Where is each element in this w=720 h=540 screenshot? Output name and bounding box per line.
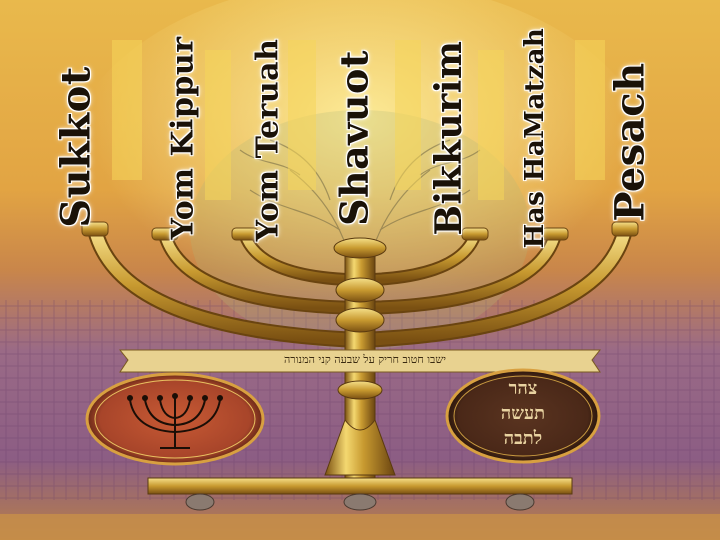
feast-label-bikkurim: Bikkurim (428, 40, 470, 236)
flame-streaks (112, 40, 605, 200)
scroll-ribbon (118, 349, 602, 373)
medallion-line: לתבה (503, 428, 543, 449)
feast-label-yom-teruah: Yom Teruah (250, 38, 286, 242)
medallion-line: תעשה (500, 403, 546, 424)
feast-label-shavuot: Shavuot (331, 50, 377, 226)
scroll-hebrew-text: ישבו חטוב חריק על שבעה קני המנורה (283, 353, 447, 366)
feast-label-sukkot: Sukkot (52, 66, 100, 228)
right-medallion (445, 368, 601, 464)
feast-label-pesach: Pesach (606, 62, 654, 222)
feast-label-has-hamatzah: Has HaMatzah (520, 27, 550, 249)
tree-haze (190, 110, 530, 350)
bottom-border (0, 514, 720, 540)
menorah-icon (129, 396, 221, 449)
right-medallion-text: צהר תעשה לתבה (462, 376, 584, 456)
menorah-base (147, 477, 573, 511)
medallion-line: צהר (508, 378, 538, 399)
menorah-cups (81, 221, 639, 241)
feast-label-yom-kippur: Yom Kippur (165, 36, 201, 240)
left-medallion (85, 372, 265, 466)
